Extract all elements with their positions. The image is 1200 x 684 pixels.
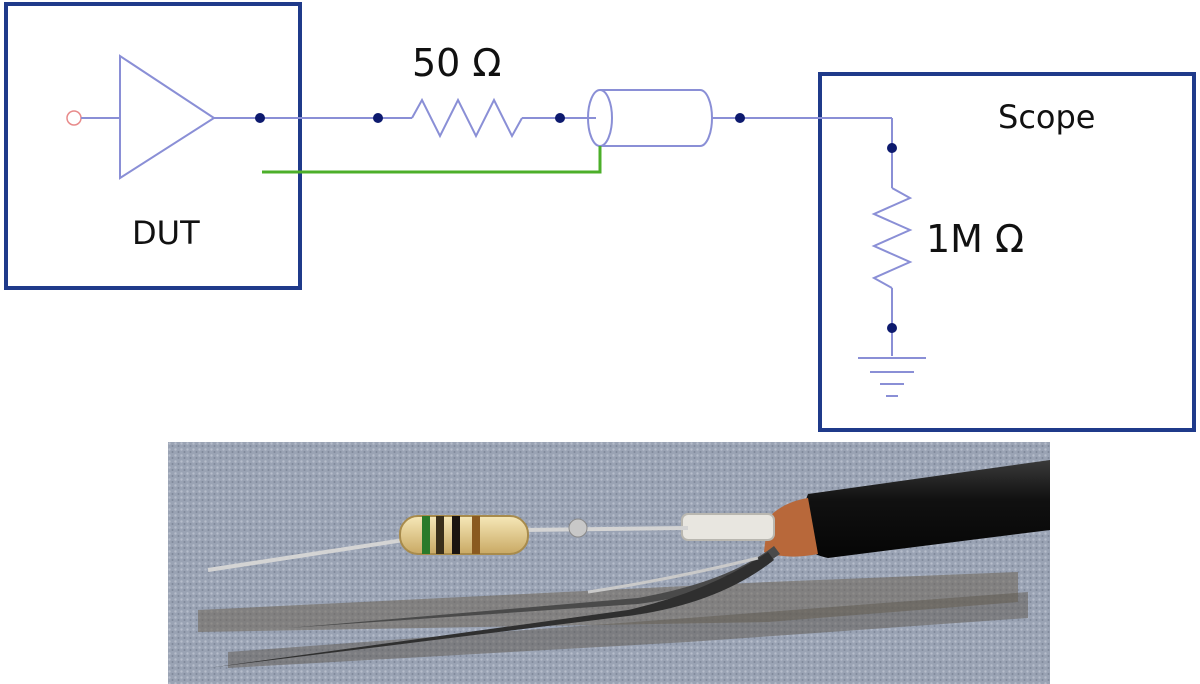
node-dot [887, 143, 897, 153]
node-dot [555, 113, 565, 123]
input-pin [66, 110, 82, 126]
scope-label: Scope [998, 98, 1095, 136]
coax-cable [796, 460, 1050, 558]
series-resistor-label: 50 Ω [412, 41, 501, 85]
probe-photo [168, 442, 1050, 684]
node-dot [255, 113, 265, 123]
circuit-schematic: DUT Scope 50 Ω 1M Ω [4, 2, 1196, 432]
solder-joint [568, 518, 588, 538]
resistor-body [399, 515, 529, 555]
node-dot [373, 113, 383, 123]
node-dot [887, 323, 897, 333]
coax-symbol [587, 89, 713, 147]
series-resistor-symbol [411, 97, 523, 139]
scope-resistor-symbol [871, 187, 913, 289]
probe-pin [208, 552, 774, 668]
scope-resistor-label: 1M Ω [926, 217, 1024, 261]
coax-braid [764, 498, 818, 557]
node-dot [735, 113, 745, 123]
dut-label: DUT [132, 214, 200, 252]
dut-box [4, 2, 302, 290]
resistor-lead [207, 538, 405, 572]
shadow [228, 592, 1028, 668]
shield-ground-wire [262, 146, 602, 174]
amplifier-symbol [119, 54, 216, 180]
ground-lead [587, 556, 759, 594]
scope-box [818, 72, 1196, 432]
ground-icon [858, 357, 926, 397]
coax-dielectric [681, 513, 775, 541]
resistor-lead [523, 526, 689, 532]
